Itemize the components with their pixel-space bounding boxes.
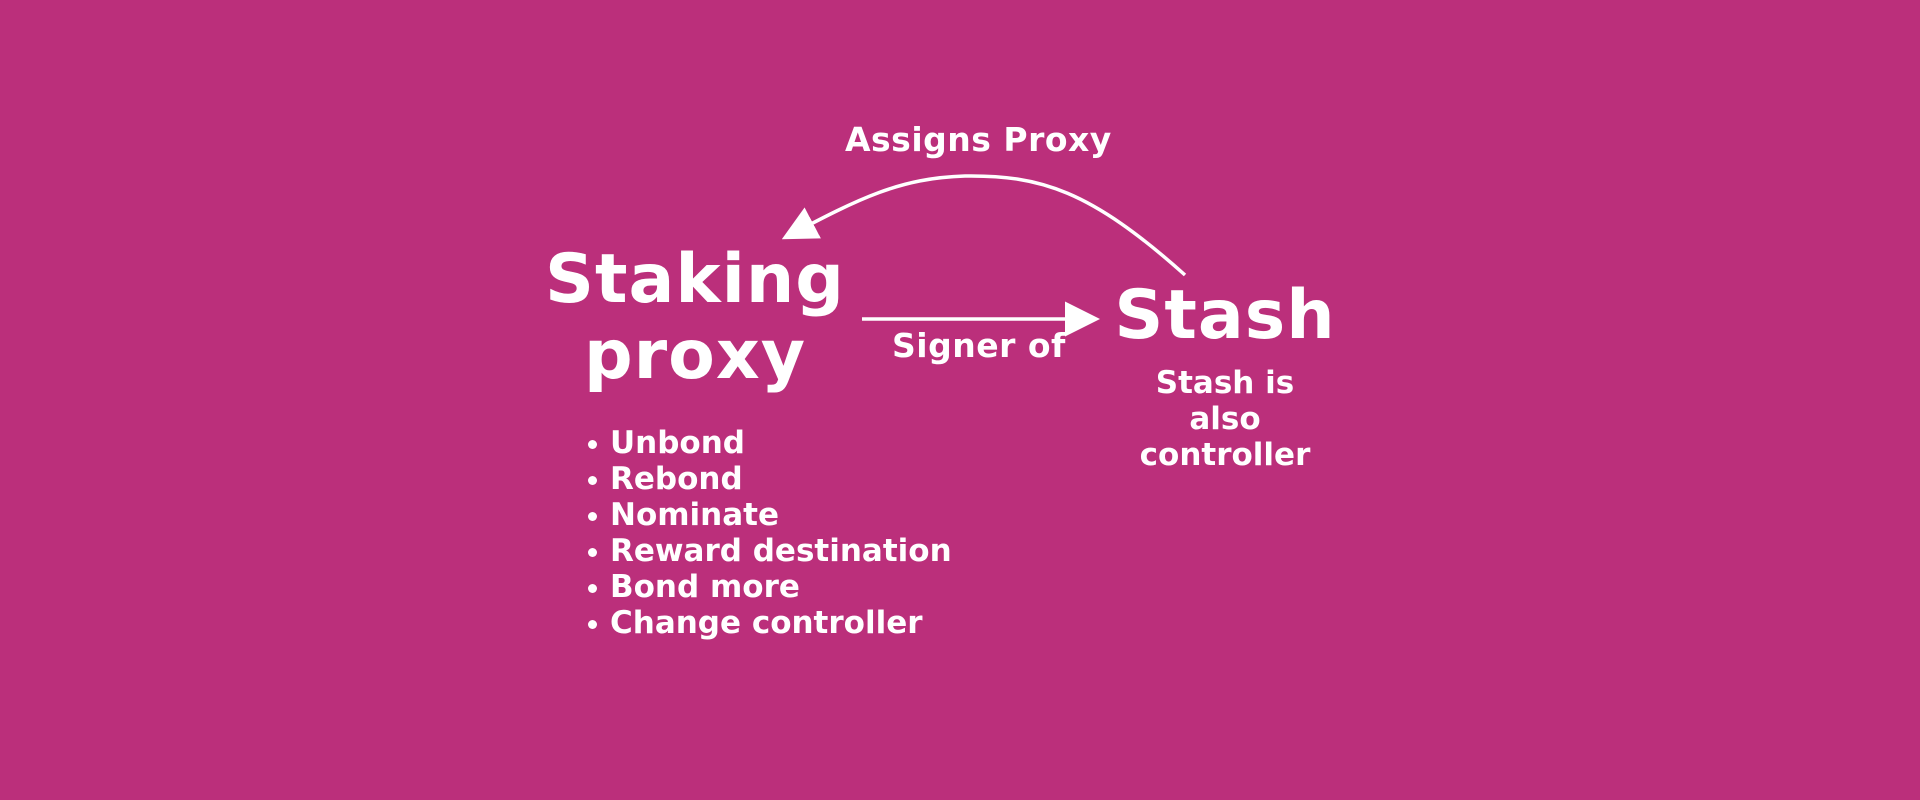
assigns-proxy-arrow — [781, 174, 1187, 277]
staking-proxy-actions-list: Unbond Rebond Nominate Reward destinatio… — [582, 425, 952, 641]
action-item-change-controller: Change controller — [582, 605, 952, 641]
stash-note: Stash is also controller — [1110, 365, 1340, 473]
action-item-rebond: Rebond — [582, 461, 952, 497]
action-item-reward-destination: Reward destination — [582, 533, 952, 569]
action-item-bond-more: Bond more — [582, 569, 952, 605]
action-item-nominate: Nominate — [582, 497, 952, 533]
staking-proxy-title: Staking proxy — [530, 242, 860, 394]
stash-note-line3: controller — [1139, 437, 1311, 473]
stash-note-line1: Stash is — [1155, 365, 1295, 401]
staking-proxy-title-line2: proxy — [583, 316, 807, 395]
assigns-proxy-label: Assigns Proxy — [845, 120, 1112, 159]
staking-proxy-title-line1: Staking — [545, 240, 845, 319]
stash-note-line2: also — [1189, 401, 1261, 437]
action-item-unbond: Unbond — [582, 425, 952, 461]
signer-of-label: Signer of — [892, 326, 1066, 365]
stash-title: Stash — [1114, 276, 1336, 355]
